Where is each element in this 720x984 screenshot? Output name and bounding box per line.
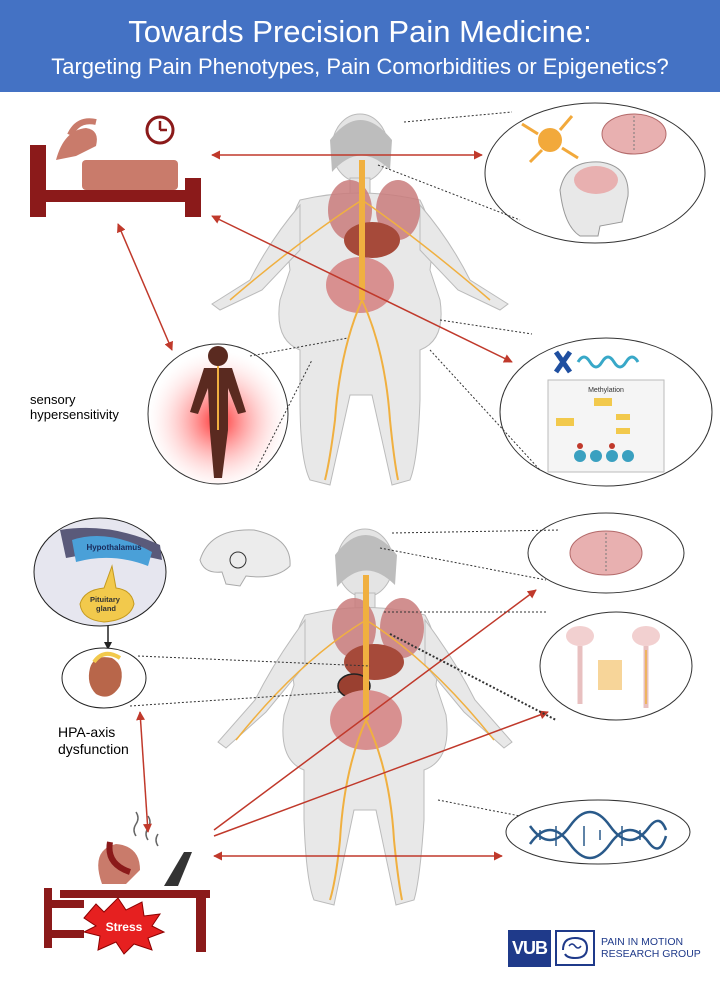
arrow-stress-to-nerves <box>213 710 549 837</box>
hpa-label: HPA-axis dysfunction <box>58 724 129 758</box>
pim-logo-text: PAIN IN MOTION RESEARCH GROUP <box>601 936 701 960</box>
dna-circle <box>505 799 691 865</box>
sensory-label-text: sensory hypersensitivity <box>30 392 119 422</box>
clock-icon <box>145 115 175 145</box>
leader-2 <box>377 164 521 221</box>
leader-4 <box>255 359 313 471</box>
epigenetics-circle: Methylation <box>499 337 713 487</box>
leader-8 <box>379 547 547 581</box>
leader-11 <box>137 655 371 667</box>
small-brain-icon <box>199 529 291 587</box>
leader-13 <box>437 799 521 817</box>
brain-neuron-circle <box>484 102 706 244</box>
leader-12 <box>129 691 341 707</box>
pain-in-motion-logo: VUB PAIN IN MOTION RESEARCH GROUP <box>508 928 701 968</box>
dna-coil-icon <box>576 355 640 369</box>
stress-label: Stress <box>106 920 143 934</box>
head-silhouette-icon <box>559 161 629 237</box>
kidney-icon <box>88 651 122 697</box>
pituitary-label: Pituitary gland <box>90 595 122 613</box>
hypothalamus-label: Hypothalamus <box>86 543 142 552</box>
sensory-label: sensory hypersensitivity <box>30 392 119 422</box>
body-figure-bottom <box>217 528 513 906</box>
diagram-canvas: Methylation Hypothalamus Pituitary gland <box>30 102 713 955</box>
hpa-label-text: HPA-axis dysfunction <box>58 724 129 757</box>
leader-3 <box>249 337 349 357</box>
chromosome-icon <box>553 350 573 374</box>
brain-icon <box>601 113 667 155</box>
dna-icon <box>528 810 668 860</box>
nervous-system-circle <box>539 611 693 721</box>
stress-desk-icon: Stress <box>44 811 210 955</box>
hpa-brain-circle: Hypothalamus Pituitary gland <box>33 517 167 627</box>
methylation-label: Methylation <box>588 387 624 394</box>
vub-logo-text: VUB <box>508 929 552 967</box>
kidney-circle <box>61 647 147 709</box>
leader-1 <box>403 111 513 123</box>
red-arrows <box>117 150 549 861</box>
page-title: Towards Precision Pain Medicine: <box>128 14 592 49</box>
page-subtitle: Targeting Pain Phenotypes, Pain Comorbid… <box>51 54 669 79</box>
dotted-leaders <box>129 111 561 817</box>
sensory-circle <box>147 343 289 485</box>
spinal-cord-icon <box>566 626 660 708</box>
arrow-bed-to-sensory <box>117 223 173 351</box>
title-banner: Towards Precision Pain Medicine: Targeti… <box>0 0 720 92</box>
leader-10 <box>389 633 557 721</box>
pituitary-line-1: Pituitary <box>90 595 121 604</box>
neuron-icon <box>521 115 579 164</box>
arrow-head-down <box>104 642 112 650</box>
stress-burst-icon <box>82 897 166 955</box>
arrow-kidney-to-stress <box>136 711 152 833</box>
brain-icon-2 <box>569 530 643 576</box>
arrow-stress-to-brain <box>213 589 537 831</box>
pituitary-line-2: gland <box>96 604 116 613</box>
leader-7 <box>391 529 561 534</box>
leader-5 <box>439 319 533 335</box>
bed-icon <box>30 118 201 217</box>
leader-6 <box>429 349 541 471</box>
brain-circle-bottom <box>527 512 685 594</box>
arrow-bed-to-epigenetics <box>211 215 513 363</box>
brain-logo-icon <box>555 930 596 966</box>
